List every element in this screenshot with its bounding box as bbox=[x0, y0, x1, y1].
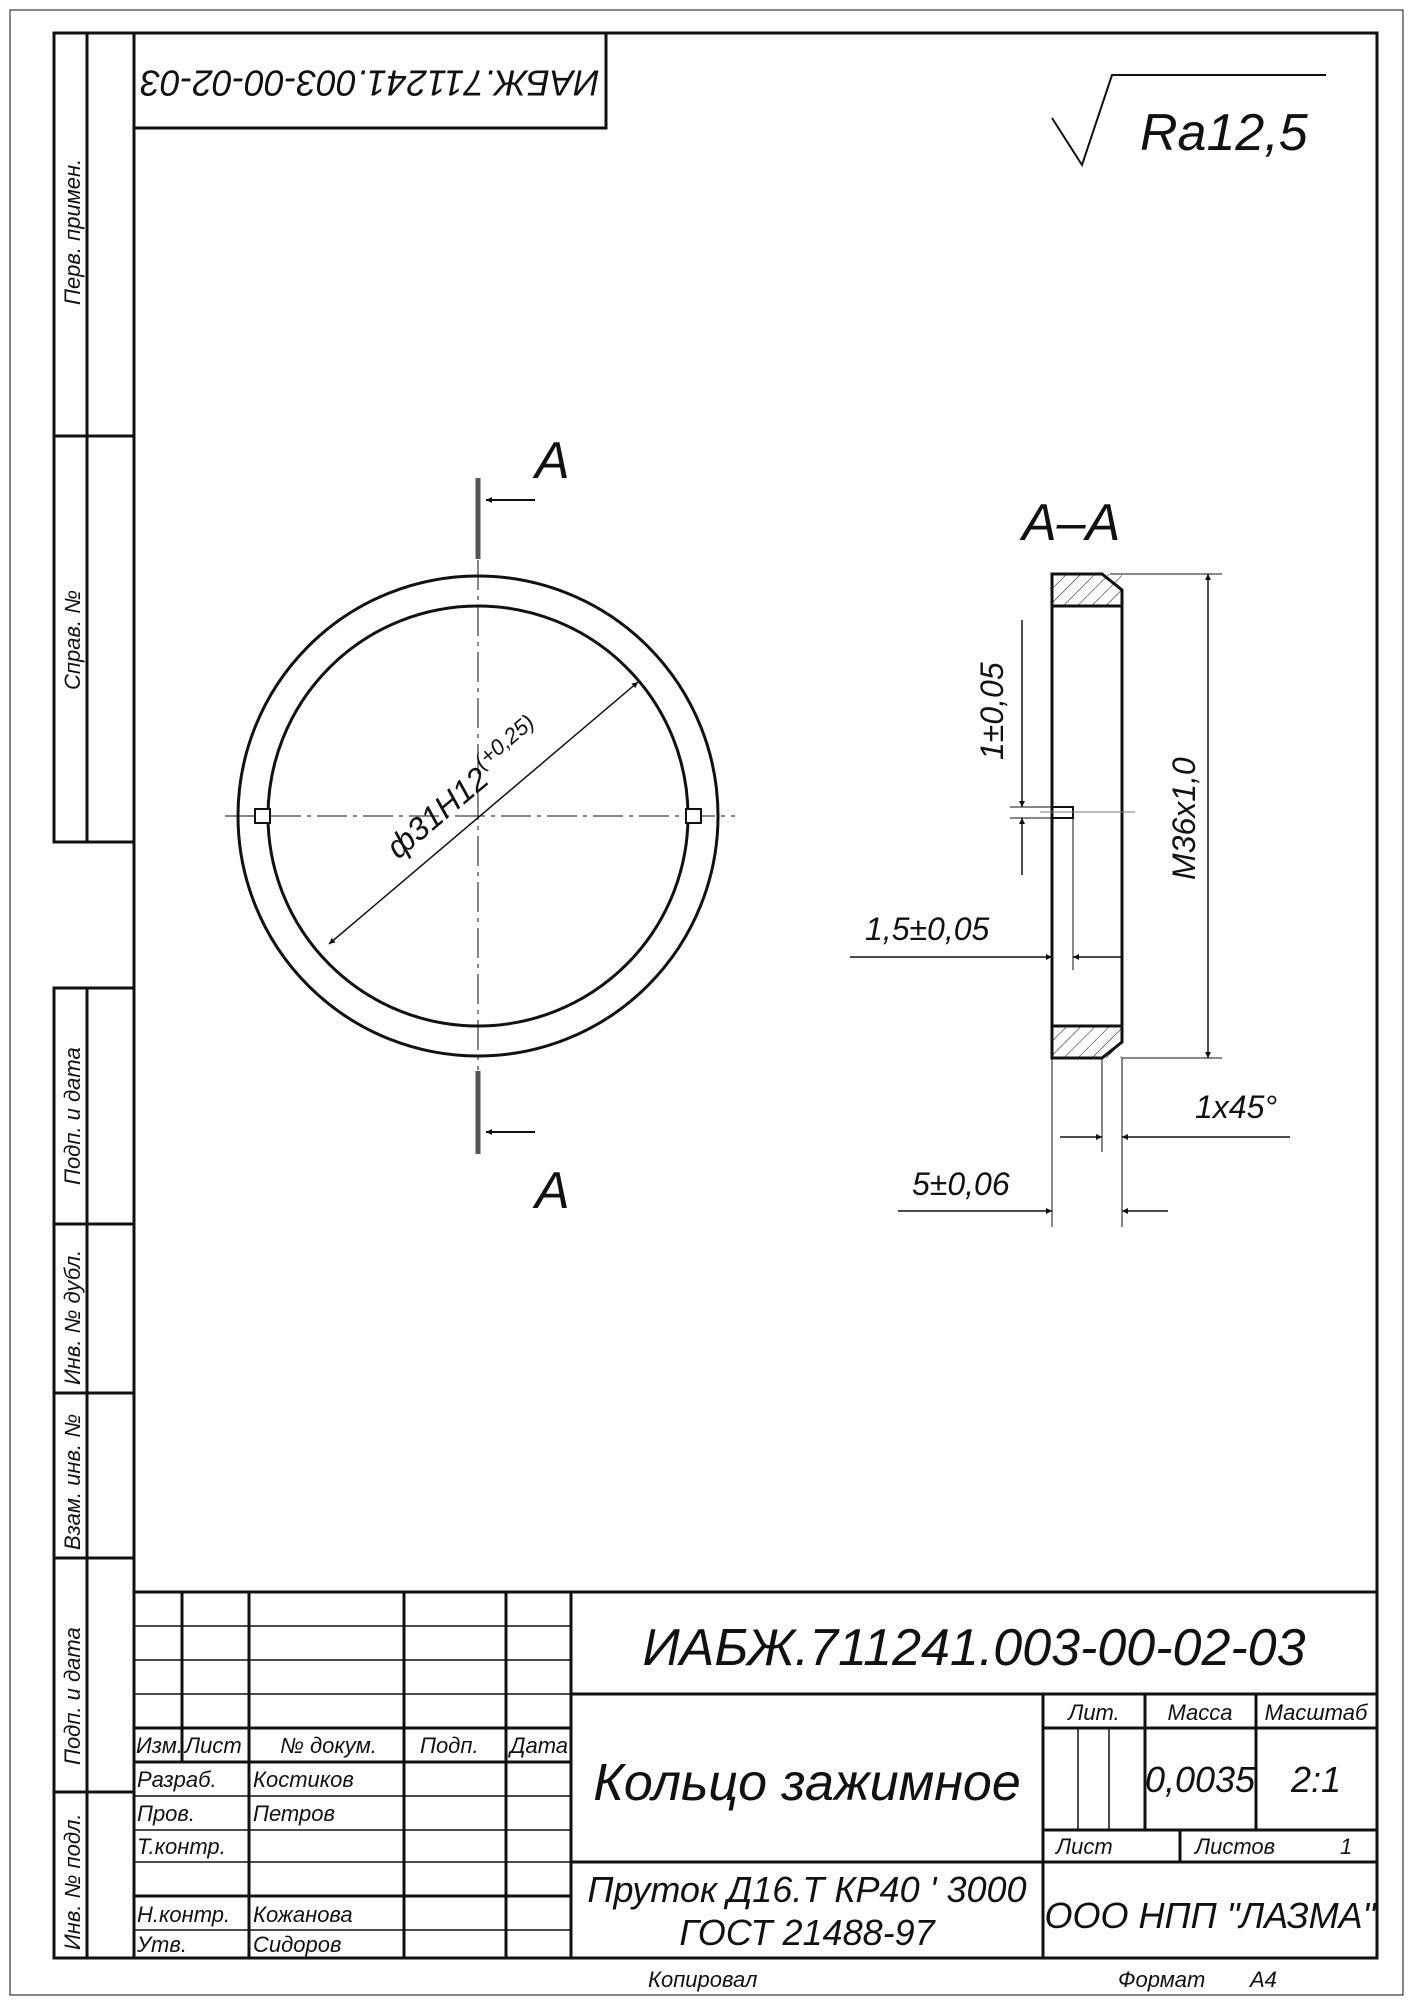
diameter-tolerance: (+0,25) bbox=[469, 709, 539, 773]
sheet-label: Лист bbox=[1054, 1834, 1113, 1859]
rotated-stamp-box bbox=[132, 31, 608, 130]
role-tkontr: Т.контр. bbox=[137, 1834, 226, 1859]
role-prov: Пров. bbox=[137, 1801, 195, 1826]
role-razrab: Разраб. bbox=[137, 1767, 217, 1792]
section-view bbox=[850, 572, 1290, 1227]
sheets-label: Листов bbox=[1193, 1834, 1275, 1859]
header-list: Лист bbox=[183, 1733, 242, 1758]
name-nkontr: Кожанова bbox=[253, 1902, 353, 1927]
label-podp-data-2: Подп. и дата bbox=[60, 1627, 85, 1765]
dim-width: 5±0,06 bbox=[912, 1166, 1010, 1202]
name-prov: Петров bbox=[253, 1801, 335, 1826]
sheets-value: 1 bbox=[1340, 1834, 1352, 1859]
dim-depth: 1,5±0,05 bbox=[865, 911, 990, 947]
material-line1: Пруток Д16.Т КР40 ' 3000 bbox=[587, 1869, 1026, 1910]
material-line2: ГОСТ 21488-97 bbox=[679, 1912, 936, 1953]
name-utv: Сидоров bbox=[253, 1932, 341, 1957]
scale-label: Масштаб bbox=[1265, 1700, 1369, 1725]
part-name: Кольцо зажимное bbox=[593, 1754, 1021, 1812]
scale-value: 2:1 bbox=[1290, 1759, 1341, 1800]
copied-label: Копировал bbox=[648, 1967, 757, 1992]
role-utv: Утв. bbox=[136, 1932, 187, 1957]
label-inv-podl: Инв. № подл. bbox=[60, 1813, 85, 1950]
roughness-symbol bbox=[1051, 74, 1326, 168]
header-podp: Подп. bbox=[420, 1733, 479, 1758]
header-data: Дата bbox=[507, 1733, 568, 1758]
label-vzam-inv: Взам. инв. № bbox=[60, 1414, 85, 1550]
outer-circle bbox=[236, 574, 720, 1058]
header-doc: № докум. bbox=[280, 1733, 377, 1758]
mass-label: Масса bbox=[1167, 1700, 1232, 1725]
company: ООО НПП "ЛАЗМА" bbox=[1045, 1895, 1378, 1936]
format-label: Формат bbox=[1118, 1967, 1205, 1992]
roughness-value: Ra12,5 bbox=[1140, 104, 1309, 162]
slot-left bbox=[254, 808, 271, 824]
slot-right bbox=[685, 808, 702, 824]
front-view bbox=[225, 478, 735, 1154]
label-perv-primen: Перв. примен. bbox=[60, 159, 85, 305]
dim-chamfer: 1x45° bbox=[1195, 1089, 1277, 1125]
dim-slot: 1±0,05 bbox=[974, 662, 1010, 760]
label-sprav-no: Справ. № bbox=[60, 590, 85, 690]
section-title: А–А bbox=[1019, 494, 1120, 552]
role-nkontr: Н.контр. bbox=[137, 1902, 230, 1927]
format-value: А4 bbox=[1248, 1967, 1277, 1992]
mass-value: 0,0035 bbox=[1145, 1759, 1256, 1800]
title-block bbox=[132, 1590, 1379, 1960]
name-razrab: Костиков bbox=[253, 1767, 354, 1792]
left-strip bbox=[52, 31, 136, 1960]
label-podp-data-1: Подп. и дата bbox=[60, 1047, 85, 1185]
diameter-dimension-line bbox=[328, 681, 639, 945]
section-mark-bottom: А bbox=[532, 1162, 570, 1220]
rotated-designation: ИАБЖ.711241.003-00-02-03 bbox=[140, 62, 599, 103]
page-edge bbox=[9, 9, 1404, 1996]
designation: ИАБЖ.711241.003-00-02-03 bbox=[642, 1619, 1305, 1677]
lit-label: Лит. bbox=[1066, 1700, 1120, 1725]
section-mark-top: А bbox=[532, 432, 570, 490]
label-inv-dubl: Инв. № дубл. bbox=[60, 1250, 85, 1385]
dim-thread: M36x1,0 bbox=[1166, 757, 1202, 880]
header-izm: Изм. bbox=[136, 1733, 183, 1758]
